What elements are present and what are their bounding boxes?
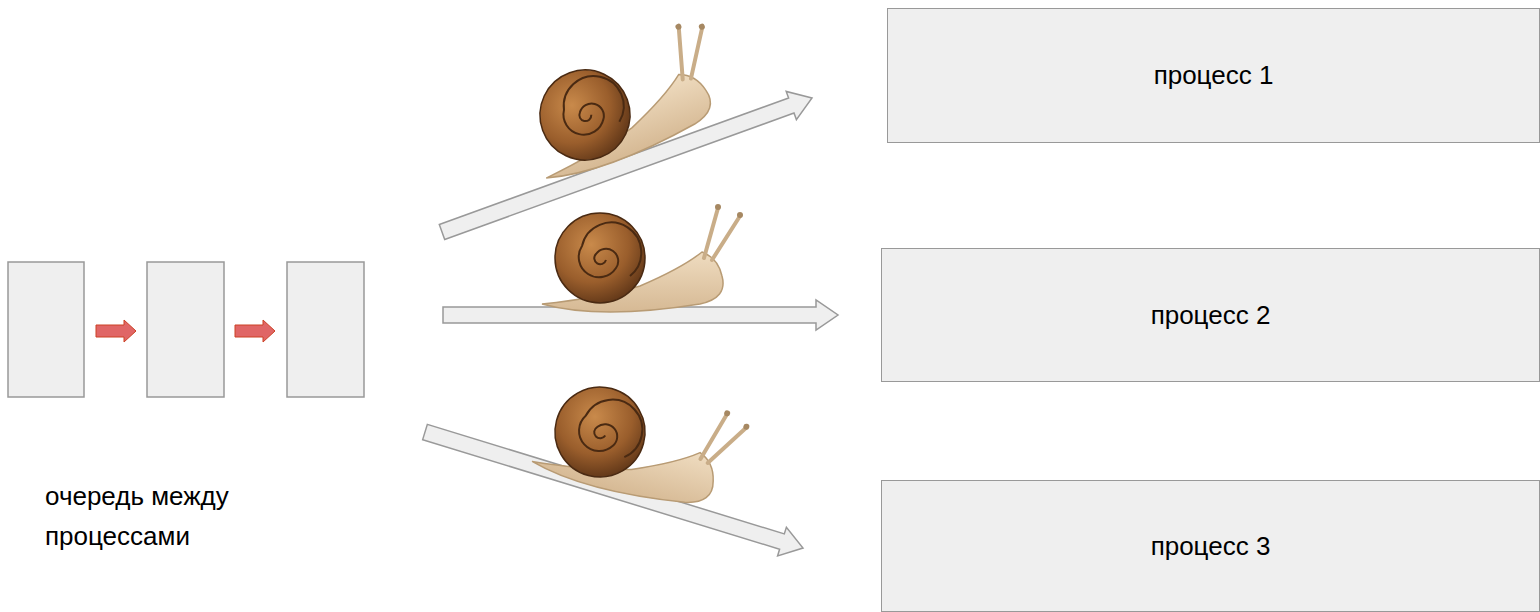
process-box: процесс 1 bbox=[887, 8, 1540, 143]
queue-arrow bbox=[96, 320, 136, 342]
process-label: процесс 2 bbox=[1151, 300, 1271, 331]
queue-item bbox=[287, 262, 364, 397]
queue-item bbox=[147, 262, 224, 397]
snail-picture bbox=[542, 204, 743, 312]
process-label: процесс 1 bbox=[1154, 60, 1274, 91]
process-box: процесс 2 bbox=[881, 248, 1540, 382]
process-label: процесс 3 bbox=[1151, 531, 1271, 562]
snail-picture bbox=[512, 15, 738, 185]
snail-picture bbox=[530, 365, 752, 521]
queue-arrow bbox=[235, 320, 275, 342]
process-box: процесс 3 bbox=[881, 480, 1540, 612]
queue-caption: очередь между процессами bbox=[45, 476, 307, 556]
queue-item bbox=[8, 262, 84, 397]
